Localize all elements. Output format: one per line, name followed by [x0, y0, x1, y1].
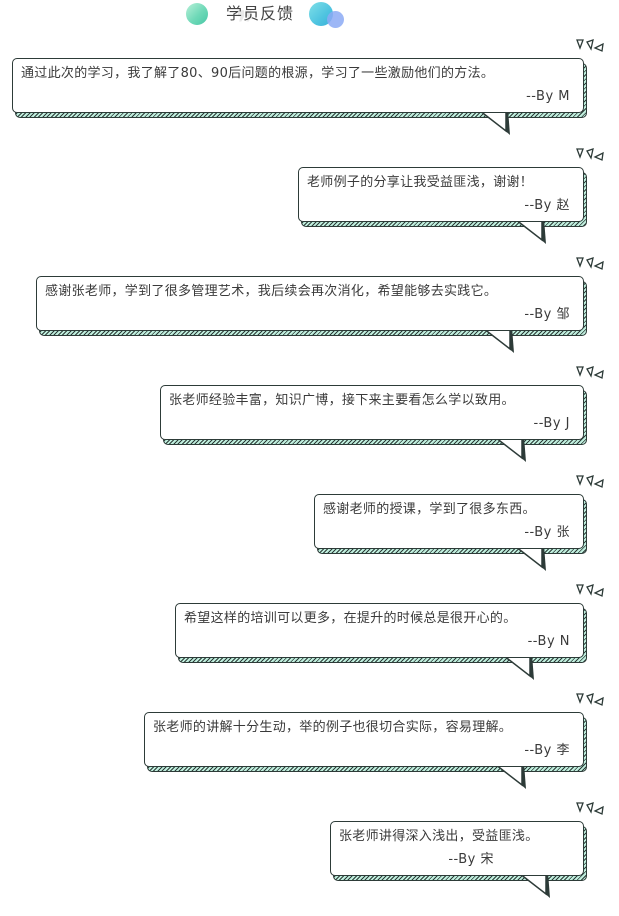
spark-icon: [576, 257, 604, 270]
feedback-card: 希望这样的培训可以更多，在提升的时候总是很开心的。 --By N: [175, 603, 587, 680]
speech-tail: [476, 324, 514, 353]
feedback-card: 感谢张老师，学到了很多管理艺术，我后续会再次消化，希望能够去实践它。 --By …: [36, 276, 587, 353]
spark-icon: [576, 148, 604, 161]
page-title: 学员反馈: [225, 4, 294, 23]
feedback-card: 张老师的讲解十分生动，举的例子也很切合实际，容易理解。 --By 李: [144, 712, 587, 789]
feedback-text: 感谢老师的授课，学到了很多东西。: [323, 502, 536, 517]
spark-icon: [576, 802, 604, 815]
feedback-text: 感谢张老师，学到了很多管理艺术，我后续会再次消化，希望能够去实践它。: [45, 284, 498, 299]
bubble-face: [160, 385, 584, 440]
bubble-face: [12, 58, 584, 113]
speech-tail: [488, 760, 526, 789]
spark-icon: [576, 693, 604, 706]
feedback-card: 张老师经验丰富，知识广博，接下来主要看怎么学以致用。 --By J: [160, 385, 587, 462]
spark-icon: [576, 39, 604, 52]
feedback-text: 张老师的讲解十分生动，举的例子也很切合实际，容易理解。: [153, 720, 513, 735]
feedback-text: 希望这样的培训可以更多，在提升的时候总是很开心的。: [184, 611, 517, 626]
feedback-author: --By 赵: [524, 198, 570, 213]
purple-circle-icon: [327, 11, 344, 28]
feedback-author: --By 邹: [524, 307, 570, 322]
bubble-face: [314, 494, 584, 549]
bubble-face: [330, 821, 584, 876]
speech-tail: [508, 215, 546, 244]
feedback-card: 老师例子的分享让我受益匪浅，谢谢！ --By 赵: [298, 167, 587, 244]
page-header: ❞ 学员反馈: [0, 0, 619, 44]
quote-icon: ❞: [236, 4, 257, 44]
spark-icon: [576, 366, 604, 379]
feedback-author: --By 张: [524, 525, 570, 540]
feedback-author: --By N: [527, 634, 570, 649]
feedback-card: 张老师讲得深入浅出，受益匪浅。 --By 宋: [330, 821, 587, 898]
speech-tail: [512, 869, 550, 898]
feedback-text: 老师例子的分享让我受益匪浅，谢谢！: [307, 175, 534, 190]
bubble-face: [175, 603, 584, 658]
feedback-text: 张老师经验丰富，知识广博，接下来主要看怎么学以致用。: [169, 393, 515, 408]
feedback-text: 通过此次的学习，我了解了80、90后问题的根源，学习了一些激励他们的方法。: [21, 66, 495, 81]
feedback-author: --By J: [533, 416, 570, 431]
spark-icon: [576, 475, 604, 488]
feedback-card: 通过此次的学习，我了解了80、90后问题的根源，学习了一些激励他们的方法。 --…: [12, 58, 587, 135]
feedback-author: --By 李: [524, 743, 570, 758]
speech-tail: [496, 651, 534, 680]
spark-icon: [576, 584, 604, 597]
green-circle-icon: [186, 3, 208, 25]
speech-tail: [472, 106, 510, 135]
bubble-face: [36, 276, 584, 331]
feedback-text: 张老师讲得深入浅出，受益匪浅。: [339, 829, 539, 844]
speech-tail: [508, 542, 546, 571]
feedback-card: 感谢老师的授课，学到了很多东西。 --By 张: [314, 494, 587, 571]
bubble-face: [298, 167, 584, 222]
feedback-author: --By M: [526, 89, 570, 104]
speech-tail: [488, 433, 526, 462]
bubble-face: [144, 712, 584, 767]
feedback-author: --By 宋: [448, 852, 494, 867]
